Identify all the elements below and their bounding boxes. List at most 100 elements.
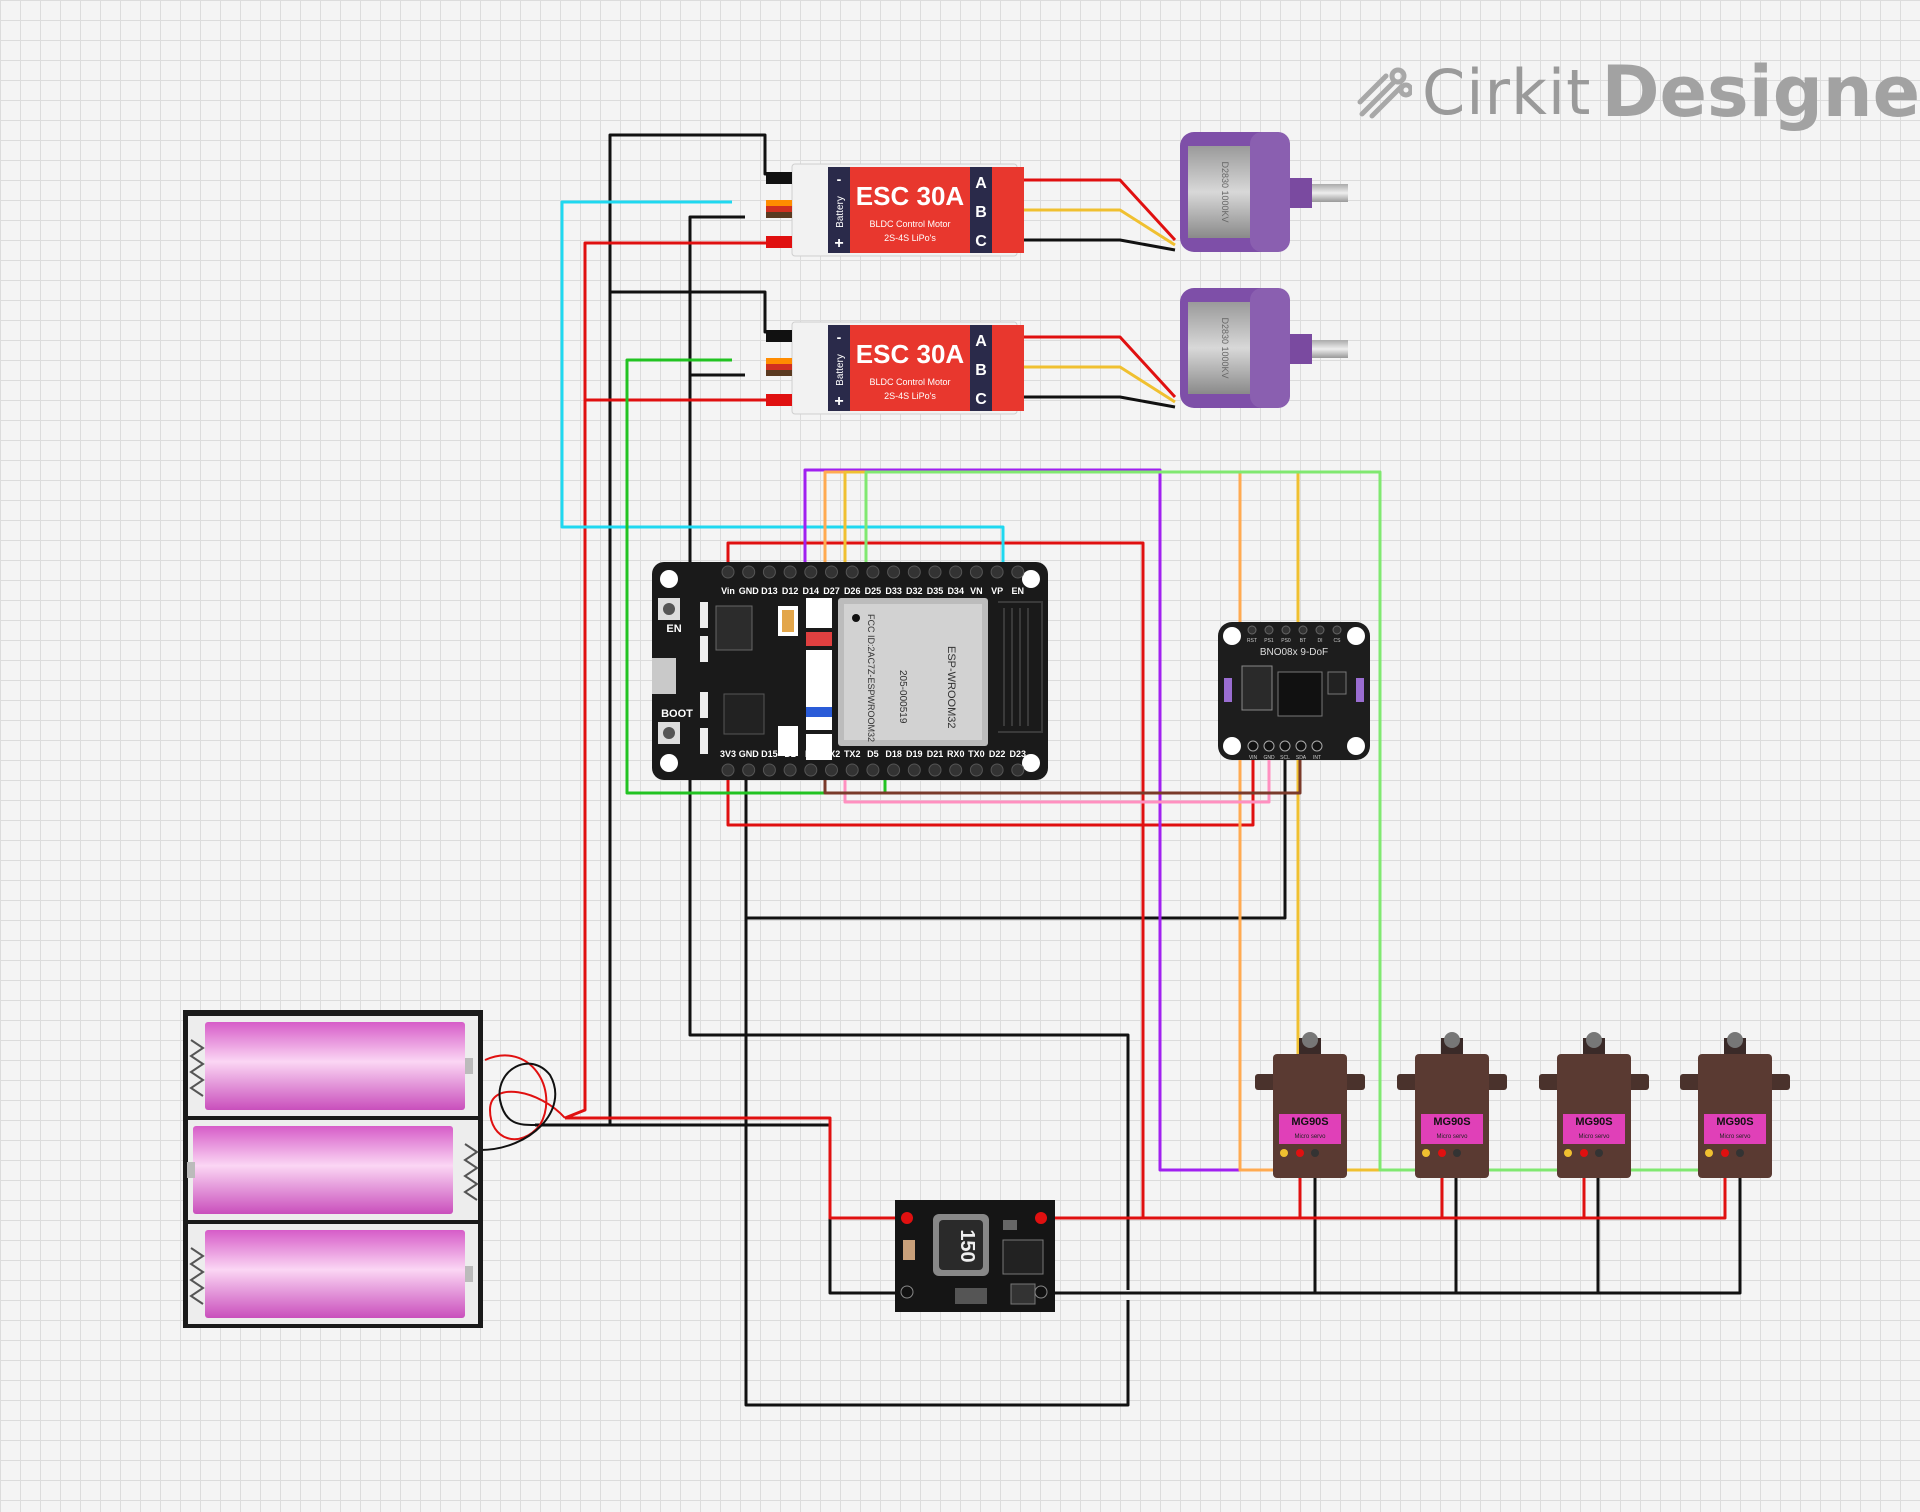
esp32-bottom-pin-d4[interactable] [804, 763, 818, 777]
imu-bottom-pin[interactable] [1295, 740, 1307, 752]
esp32-bottom-pin-d23[interactable] [1011, 763, 1025, 777]
esp32-bottom-pin-3v3[interactable] [721, 763, 735, 777]
esp32-top-pin-d32[interactable] [907, 565, 921, 579]
esp32-top-pin-d14[interactable] [804, 565, 818, 579]
servo-3-sublabel: Micro servo [1578, 1134, 1610, 1140]
battery-cells [187, 1022, 473, 1318]
esc-2[interactable]: - + Battery ESC 30A BLDC Control Motor 2… [766, 321, 1024, 415]
esp32-top-pin-label: VN [970, 586, 983, 596]
battery-cell [193, 1126, 453, 1214]
wire-black-servo-gnd-bus [1048, 1150, 1742, 1295]
imu-bottom-pin[interactable] [1279, 740, 1291, 752]
esp32-bottom-pin-label: RX2 [823, 749, 841, 759]
imu-top-pin-label: DI [1318, 638, 1323, 644]
esp32-bottom-pin-d21[interactable] [928, 763, 942, 777]
esp32-top-pin-label: D33 [885, 586, 902, 596]
imu-top-pin[interactable] [1298, 625, 1308, 635]
motor-1-label: D2830 1000KV [1220, 161, 1230, 222]
imu-top-pin[interactable] [1247, 625, 1257, 635]
esp32-top-pin-label: D32 [906, 586, 923, 596]
wire-black-gnd-loop [744, 770, 1130, 1407]
esp32-bottom-pin-label: D4 [805, 749, 817, 759]
esp32-bottom-pin-label: TX2 [844, 749, 861, 759]
buck-converter[interactable]: 150 [895, 1200, 1055, 1312]
battery-pack[interactable] [183, 1010, 483, 1328]
buck-inductor-label: 150 [956, 1229, 978, 1262]
esp32-bottom-pin-d18[interactable] [887, 763, 901, 777]
esp32-top-pin-gnd[interactable] [742, 565, 756, 579]
esp32-top-pin-label: Vin [721, 586, 735, 596]
esp32-top-pin-d25[interactable] [866, 565, 880, 579]
imu-bottom-pin[interactable] [1247, 740, 1259, 752]
esp32-bottom-pin-tx0[interactable] [969, 763, 983, 777]
wire-motor1-a [1020, 178, 1177, 242]
esc-1-battery-label: Battery [835, 196, 846, 228]
esc-1-title: ESC 30A [856, 181, 965, 211]
imu-bottom-pin[interactable] [1263, 740, 1275, 752]
esp32-top-pin-vn[interactable] [969, 565, 983, 579]
esp32-bottom-pin-rx2[interactable] [825, 763, 838, 777]
esp32-bottom-pin-d15[interactable] [762, 763, 776, 777]
esp32-bottom-pin-d5[interactable] [866, 763, 880, 777]
esp32-top-pin-vin[interactable] [721, 565, 735, 579]
esp32-bottom-pin-d22[interactable] [990, 763, 1004, 777]
imu-bottom-pin-label: GND [1263, 755, 1275, 761]
esp32-top-pin-d35[interactable] [928, 565, 942, 579]
wire-black-imu-gnd [746, 750, 1287, 920]
esp32-top-pin-label: GND [739, 586, 760, 596]
imu-bottom-pin-label: VIN [1249, 755, 1258, 761]
battery-cell [205, 1022, 465, 1110]
imu-top-pin[interactable] [1281, 625, 1291, 635]
esp32-top-pin-vp[interactable] [990, 565, 1004, 579]
esp32-top-pin-d34[interactable] [949, 565, 963, 579]
wire-motor1-c [1020, 238, 1176, 252]
esp32-bottom-pin-label: GND [739, 749, 760, 759]
imu-top-pin[interactable] [1315, 625, 1325, 635]
imu-top-pin[interactable] [1264, 625, 1274, 635]
esp32-bottom-pin-tx2[interactable] [845, 763, 859, 777]
wire-black-esc1-signal-gnd [688, 215, 1130, 1290]
esp32-bottom-pin-d19[interactable] [907, 763, 921, 777]
esp32-top-pin-d13[interactable] [762, 565, 776, 579]
servo-1-sublabel: Micro servo [1294, 1134, 1326, 1140]
esp32-bottom-pin-gnd[interactable] [742, 763, 756, 777]
esc-1-plus-label: + [834, 235, 843, 252]
esp32-top-pin-d26[interactable] [845, 565, 859, 579]
wire-pink-tx2 [843, 748, 1271, 804]
esc-1-phase-b: B [975, 204, 987, 221]
esp32-top-pin-d12[interactable] [783, 565, 797, 579]
imu-title: BNO08x 9-DoF [1260, 647, 1328, 658]
brushless-motor-1[interactable]: D2830 1000KV [1180, 132, 1348, 252]
battery-lead-black [479, 1062, 557, 1151]
esp32-bottom-pin-label: D21 [927, 749, 944, 759]
wire-motor1-b [1020, 208, 1176, 247]
esp32-bottom-pin-rx0[interactable] [949, 763, 963, 777]
wire-green-esc2-signal [625, 358, 887, 795]
esp32-top-pin-label: D13 [761, 586, 778, 596]
servo-2-label: MG90S [1433, 1116, 1470, 1128]
esp32-top-pin-label: D27 [823, 586, 840, 596]
esp32-bottom-pin-label: D2 [784, 749, 796, 759]
esp32-bottom-pin-d2[interactable] [783, 763, 797, 777]
esc-2-phase-a: A [975, 333, 987, 350]
esp32-top-pin-d27[interactable] [825, 565, 838, 579]
esc-2-title: ESC 30A [856, 339, 965, 369]
esp32-top-pin-d33[interactable] [887, 565, 901, 579]
battery-lead-red [484, 1054, 566, 1141]
esp32-board[interactable]: EN BOOT ESP-WROOM32 FCC ID:2AC7Z-ESPWROO… [652, 562, 1048, 780]
imu-top-pin[interactable] [1332, 625, 1342, 635]
wire-motor2-a [1020, 335, 1177, 399]
esc-1[interactable]: - + Battery ESC 30A BLDC Control Motor 2… [766, 163, 1024, 257]
esp32-fcc-id: FCC ID:2AC7Z-ESPWROOM32 [866, 614, 876, 742]
imu-bottom-pin[interactable] [1311, 740, 1323, 752]
brushless-motor-2[interactable]: D2830 1000KV [1180, 288, 1348, 408]
esp32-top-pin-en[interactable] [1011, 565, 1025, 579]
